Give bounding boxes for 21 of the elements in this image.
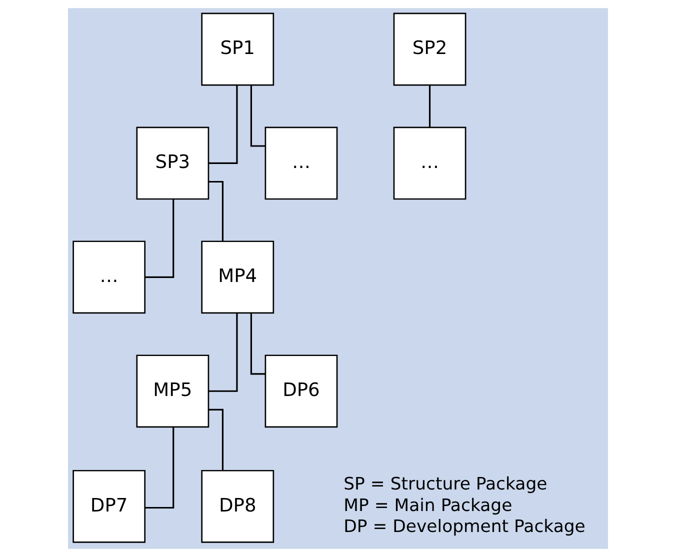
node-box: MP4 xyxy=(201,240,274,314)
connector xyxy=(208,408,224,470)
connector xyxy=(428,85,431,128)
label: DP = Development Package xyxy=(344,517,586,538)
connector xyxy=(208,85,238,164)
node-box: MP5 xyxy=(136,354,210,428)
label: MP = Main Package xyxy=(344,496,512,516)
connector xyxy=(144,199,174,278)
node-box: SP1 xyxy=(201,12,274,86)
node-box: … xyxy=(72,240,146,314)
connector xyxy=(208,180,224,242)
connector xyxy=(208,313,238,392)
label: SP = Structure Package xyxy=(344,474,548,495)
node-box: SP3 xyxy=(136,126,210,200)
node-box: … xyxy=(393,126,466,200)
connector xyxy=(144,427,174,509)
node-box: … xyxy=(264,126,338,200)
node-box: SP2 xyxy=(393,12,466,86)
node-box: DP7 xyxy=(72,470,146,543)
node-box: DP6 xyxy=(264,354,338,428)
node-box: DP8 xyxy=(201,470,274,543)
